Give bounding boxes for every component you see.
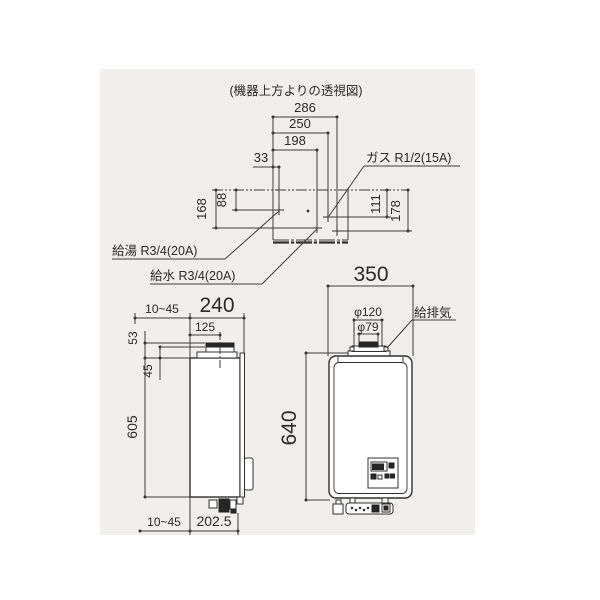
side-view-dimension-lines <box>133 313 246 535</box>
dim-640: 640 <box>278 410 301 445</box>
front-flue-tab-left <box>349 346 355 352</box>
top-view: (機器上方よりの透視図) <box>112 83 460 285</box>
dim-605: 605 <box>124 415 140 439</box>
side-flue-base <box>196 351 238 359</box>
front-bottom-fittings <box>332 497 394 515</box>
dim-125: 125 <box>195 320 215 334</box>
front-flue-pipe <box>358 341 379 348</box>
dim-33: 33 <box>254 150 268 165</box>
side-view: 10~45 240 125 53 45 605 10~45 202.5 <box>124 294 254 535</box>
dim-phi120: φ120 <box>354 305 382 319</box>
front-flue-tab-right <box>383 346 389 352</box>
side-bottom-fittings <box>208 496 244 514</box>
dim-178: 178 <box>388 200 403 222</box>
top-view-dimension-lines <box>212 115 412 233</box>
side-control-panel-bump <box>244 457 254 491</box>
front-panel-seam <box>333 362 408 494</box>
dim-240: 240 <box>199 294 234 317</box>
top-view-leaders <box>112 165 460 285</box>
dim-53: 53 <box>126 331 140 345</box>
label-flue: 給排気 <box>414 305 452 320</box>
dim-202-5: 202.5 <box>196 513 231 529</box>
side-body <box>189 357 241 498</box>
dim-45: 45 <box>141 364 155 378</box>
dim-wall-gap-bottom: 10~45 <box>147 515 181 529</box>
dim-111: 111 <box>368 194 383 214</box>
top-view-title: (機器上方よりの透視図) <box>229 83 362 98</box>
label-hot-water: 給湯 R3/4(20A) <box>112 244 197 258</box>
dim-168: 168 <box>194 198 209 220</box>
dim-phi79: φ79 <box>357 320 378 334</box>
label-cold-water: 給水 R3/4(20A) <box>150 269 235 283</box>
front-view-dimension-lines <box>304 284 456 502</box>
dim-88: 88 <box>214 193 229 207</box>
front-view: 350 φ120 φ79 640 給排気 <box>278 263 456 515</box>
label-gas: ガス R1/2(15A) <box>366 151 451 165</box>
dim-286: 286 <box>294 100 316 115</box>
dim-350: 350 <box>353 263 388 286</box>
connection-markers <box>274 205 342 236</box>
side-front-plate <box>239 352 245 498</box>
dim-198: 198 <box>284 133 306 148</box>
dim-250: 250 <box>289 116 311 131</box>
dim-wall-gap-top: 10~45 <box>145 302 179 316</box>
front-control-panel <box>367 457 399 489</box>
